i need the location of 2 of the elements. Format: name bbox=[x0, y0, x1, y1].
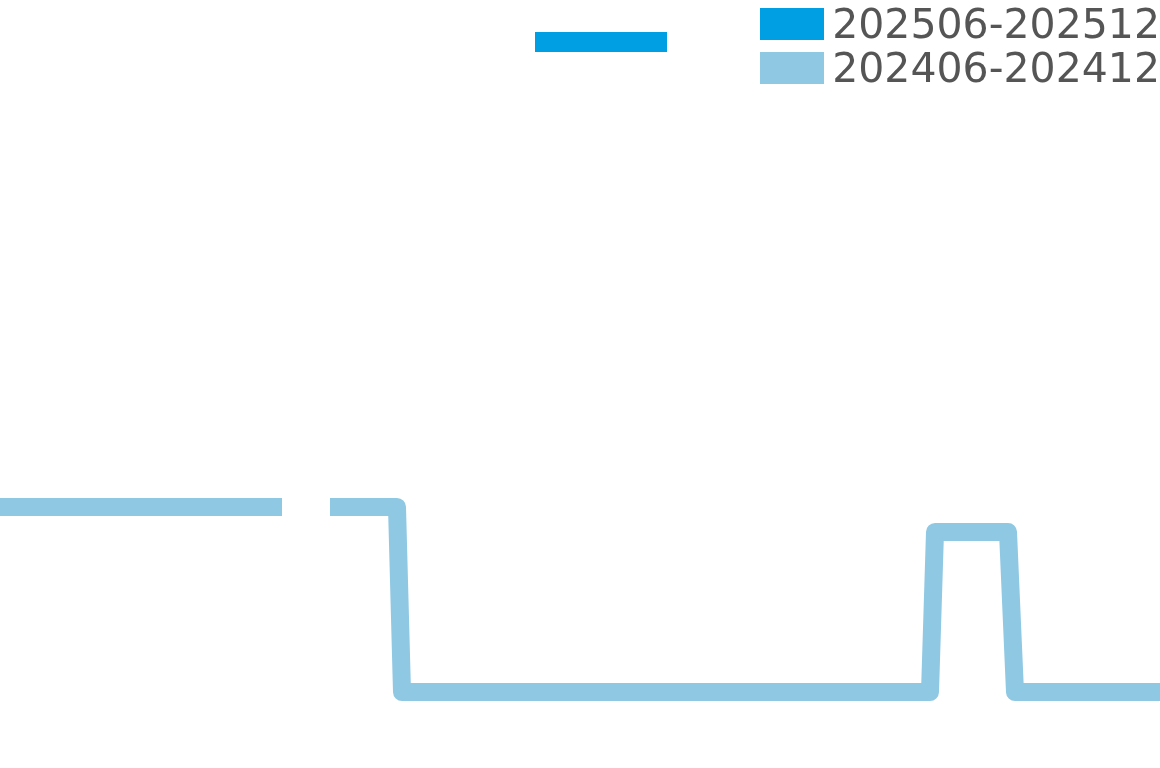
legend-label: 202406-202412 bbox=[832, 48, 1160, 88]
legend-label: 202506-202512 bbox=[832, 4, 1160, 44]
